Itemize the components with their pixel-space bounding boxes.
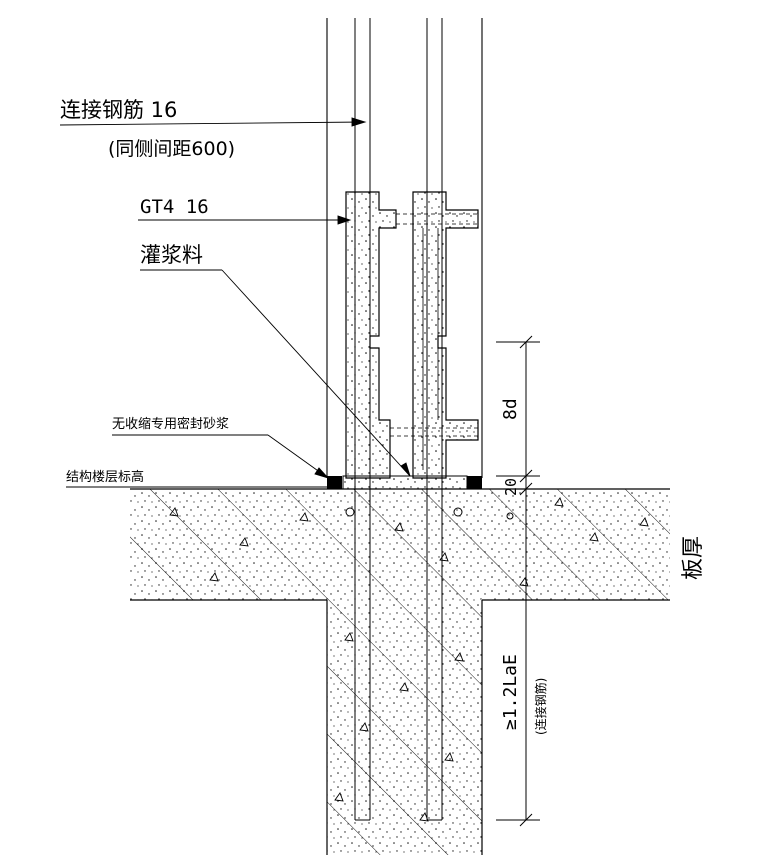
sleeve-dimension-text: 8d [500, 398, 521, 420]
precast-wall-outline [326, 18, 483, 478]
joint-dimension-text: 20 [502, 478, 520, 496]
grout-port-lines [390, 213, 478, 437]
sealing-mortar-left [327, 476, 342, 489]
leader-lines [59, 117, 411, 488]
dimension-lines [496, 335, 540, 827]
connecting-rebar-label: 连接钢筋 16 [60, 98, 177, 122]
slab-thickness-label: 板厚 [681, 536, 706, 580]
grout-sleeve-right [412, 191, 479, 479]
anchorage-note-text: (连接钢筋) [533, 678, 548, 735]
grout-sleeve-left [345, 191, 397, 479]
grout-label: 灌浆料 [140, 243, 203, 267]
concrete-slab [130, 488, 670, 855]
sealing-mortar-label: 无收缩专用密封砂浆 [112, 416, 229, 432]
sealing-mortar-right [467, 476, 482, 489]
anchorage-length-text: ≥1.2LaE [500, 654, 521, 730]
structural-floor-level-label: 结构楼层标高 [66, 469, 144, 485]
grout-bed [342, 475, 468, 490]
same-side-spacing-label: (同侧间距600) [108, 138, 235, 160]
sleeve-label: GT4 16 [140, 196, 209, 218]
connecting-rebars [354, 18, 443, 821]
